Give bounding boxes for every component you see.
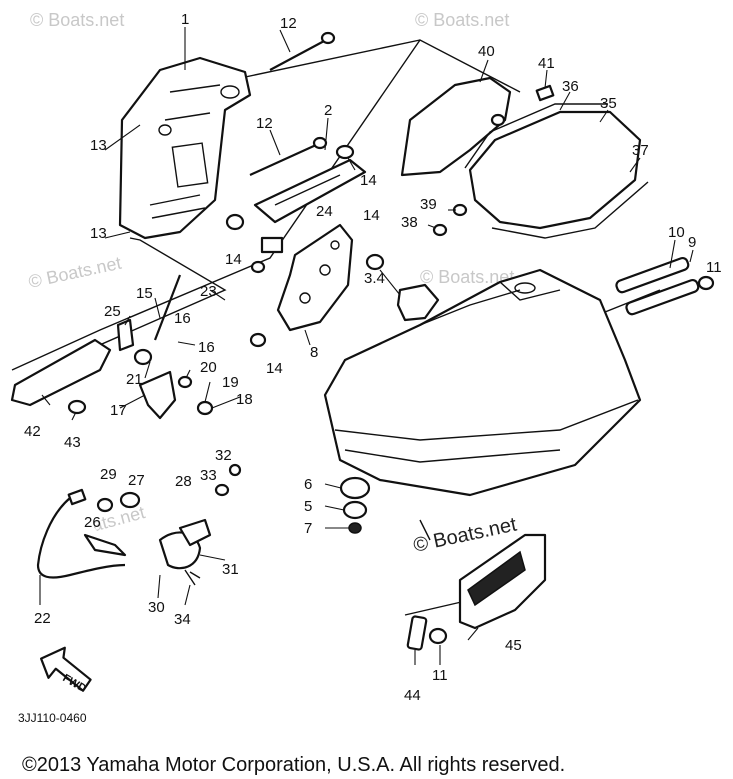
callout-13-bottom: 13 [90,225,107,242]
callout-8: 8 [310,344,318,361]
part-45-box [406,533,547,651]
callout-44: 44 [404,687,421,704]
callout-5: 5 [304,498,312,515]
watermark-mid-left: © Boats.net [27,253,123,292]
part-8-steering-bracket [249,223,385,348]
part-12-bolts [249,31,336,177]
callout-labels: 1 2 3.4 5 6 7 8 9 10 11 11 12 12 13 13 1… [24,11,722,704]
callout-35: 35 [600,95,617,112]
callout-31: 31 [222,561,239,578]
callout-23: 23 [200,283,217,300]
callout-11-bottom: 11 [432,667,448,684]
callout-9: 9 [688,234,696,251]
callout-2: 2 [324,102,332,119]
part-2-plate [225,144,367,231]
part-15-linkage [116,274,214,420]
callout-33: 33 [200,467,217,484]
callout-43: 43 [64,434,81,451]
callout-20: 20 [200,359,217,376]
callout-13-top: 13 [90,137,107,154]
callout-14-b: 14 [225,251,242,268]
callout-17: 17 [110,402,127,419]
callout-16-a: 16 [174,310,191,327]
lower-cowling [323,268,642,497]
callout-15: 15 [136,285,153,302]
callout-26: 26 [84,514,101,531]
callout-27: 27 [128,472,145,489]
callout-32: 32 [215,447,232,464]
callout-19: 19 [222,374,239,391]
part-6-pivot [339,476,371,534]
callout-29: 29 [100,466,117,483]
callout-22: 22 [34,610,51,627]
part-42-side-cover [10,338,112,415]
part-35-pad [432,84,649,239]
callout-12-top: 12 [280,15,297,32]
watermark-top-right: © Boats.net [415,10,509,30]
copyright-notice: ©2013 Yamaha Motor Corporation, U.S.A. A… [22,754,565,776]
part-22-cable [36,463,242,586]
part-40-cover [400,76,512,177]
callout-14-d: 14 [266,360,283,377]
callout-37: 37 [632,142,649,159]
callout-7: 7 [304,520,312,537]
callout-41: 41 [538,55,555,72]
callout-16-b: 16 [198,339,215,356]
fwd-arrow: FWD [39,646,92,695]
callout-3-4: 3.4 [364,270,385,287]
callout-6: 6 [304,476,312,493]
callout-10: 10 [668,224,685,241]
part-3-4-clip [396,283,440,322]
callout-21: 21 [126,371,143,388]
callout-42: 42 [24,423,41,440]
callout-25: 25 [104,303,121,320]
callout-45: 45 [505,637,522,654]
callout-39: 39 [420,196,437,213]
callout-38: 38 [401,214,418,231]
callout-24: 24 [316,203,333,220]
diagram-code: 3JJ110-0460 [18,711,87,725]
watermark-top-left: © Boats.net [30,10,124,30]
callout-30: 30 [148,599,165,616]
callout-14-c: 14 [363,207,380,224]
leader-lines [39,27,694,665]
callout-1: 1 [181,11,189,28]
callout-18: 18 [236,391,253,408]
callout-11-top: 11 [706,259,722,276]
watermark-mid-right: © Boats.net [420,267,514,287]
callout-34: 34 [174,611,191,628]
callout-12-mid: 12 [256,115,273,132]
part-1-bracket [118,56,252,240]
part-10-rods [615,256,715,316]
callout-36: 36 [562,78,579,95]
callout-14-a: 14 [360,172,377,189]
callout-40: 40 [478,43,495,60]
callout-28: 28 [175,473,192,490]
